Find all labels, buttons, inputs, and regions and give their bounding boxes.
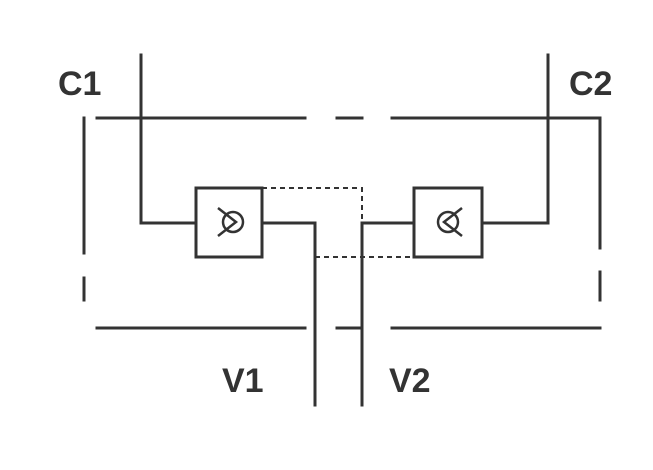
port-label-c1: C1	[58, 65, 101, 103]
c2-to-v2-line	[360, 53, 550, 407]
check-valve-icon	[436, 207, 463, 237]
right-check-valve	[412, 186, 484, 259]
check-valve-icon	[217, 207, 245, 237]
c1-to-v1-line	[139, 53, 317, 407]
valve-body-outline	[82, 116, 602, 330]
left-check-valve	[194, 186, 264, 259]
port-label-v1: V1	[222, 362, 264, 400]
port-label-c2: C2	[569, 65, 612, 103]
pilot-lines	[262, 187, 414, 258]
port-label-v2: V2	[389, 362, 431, 400]
